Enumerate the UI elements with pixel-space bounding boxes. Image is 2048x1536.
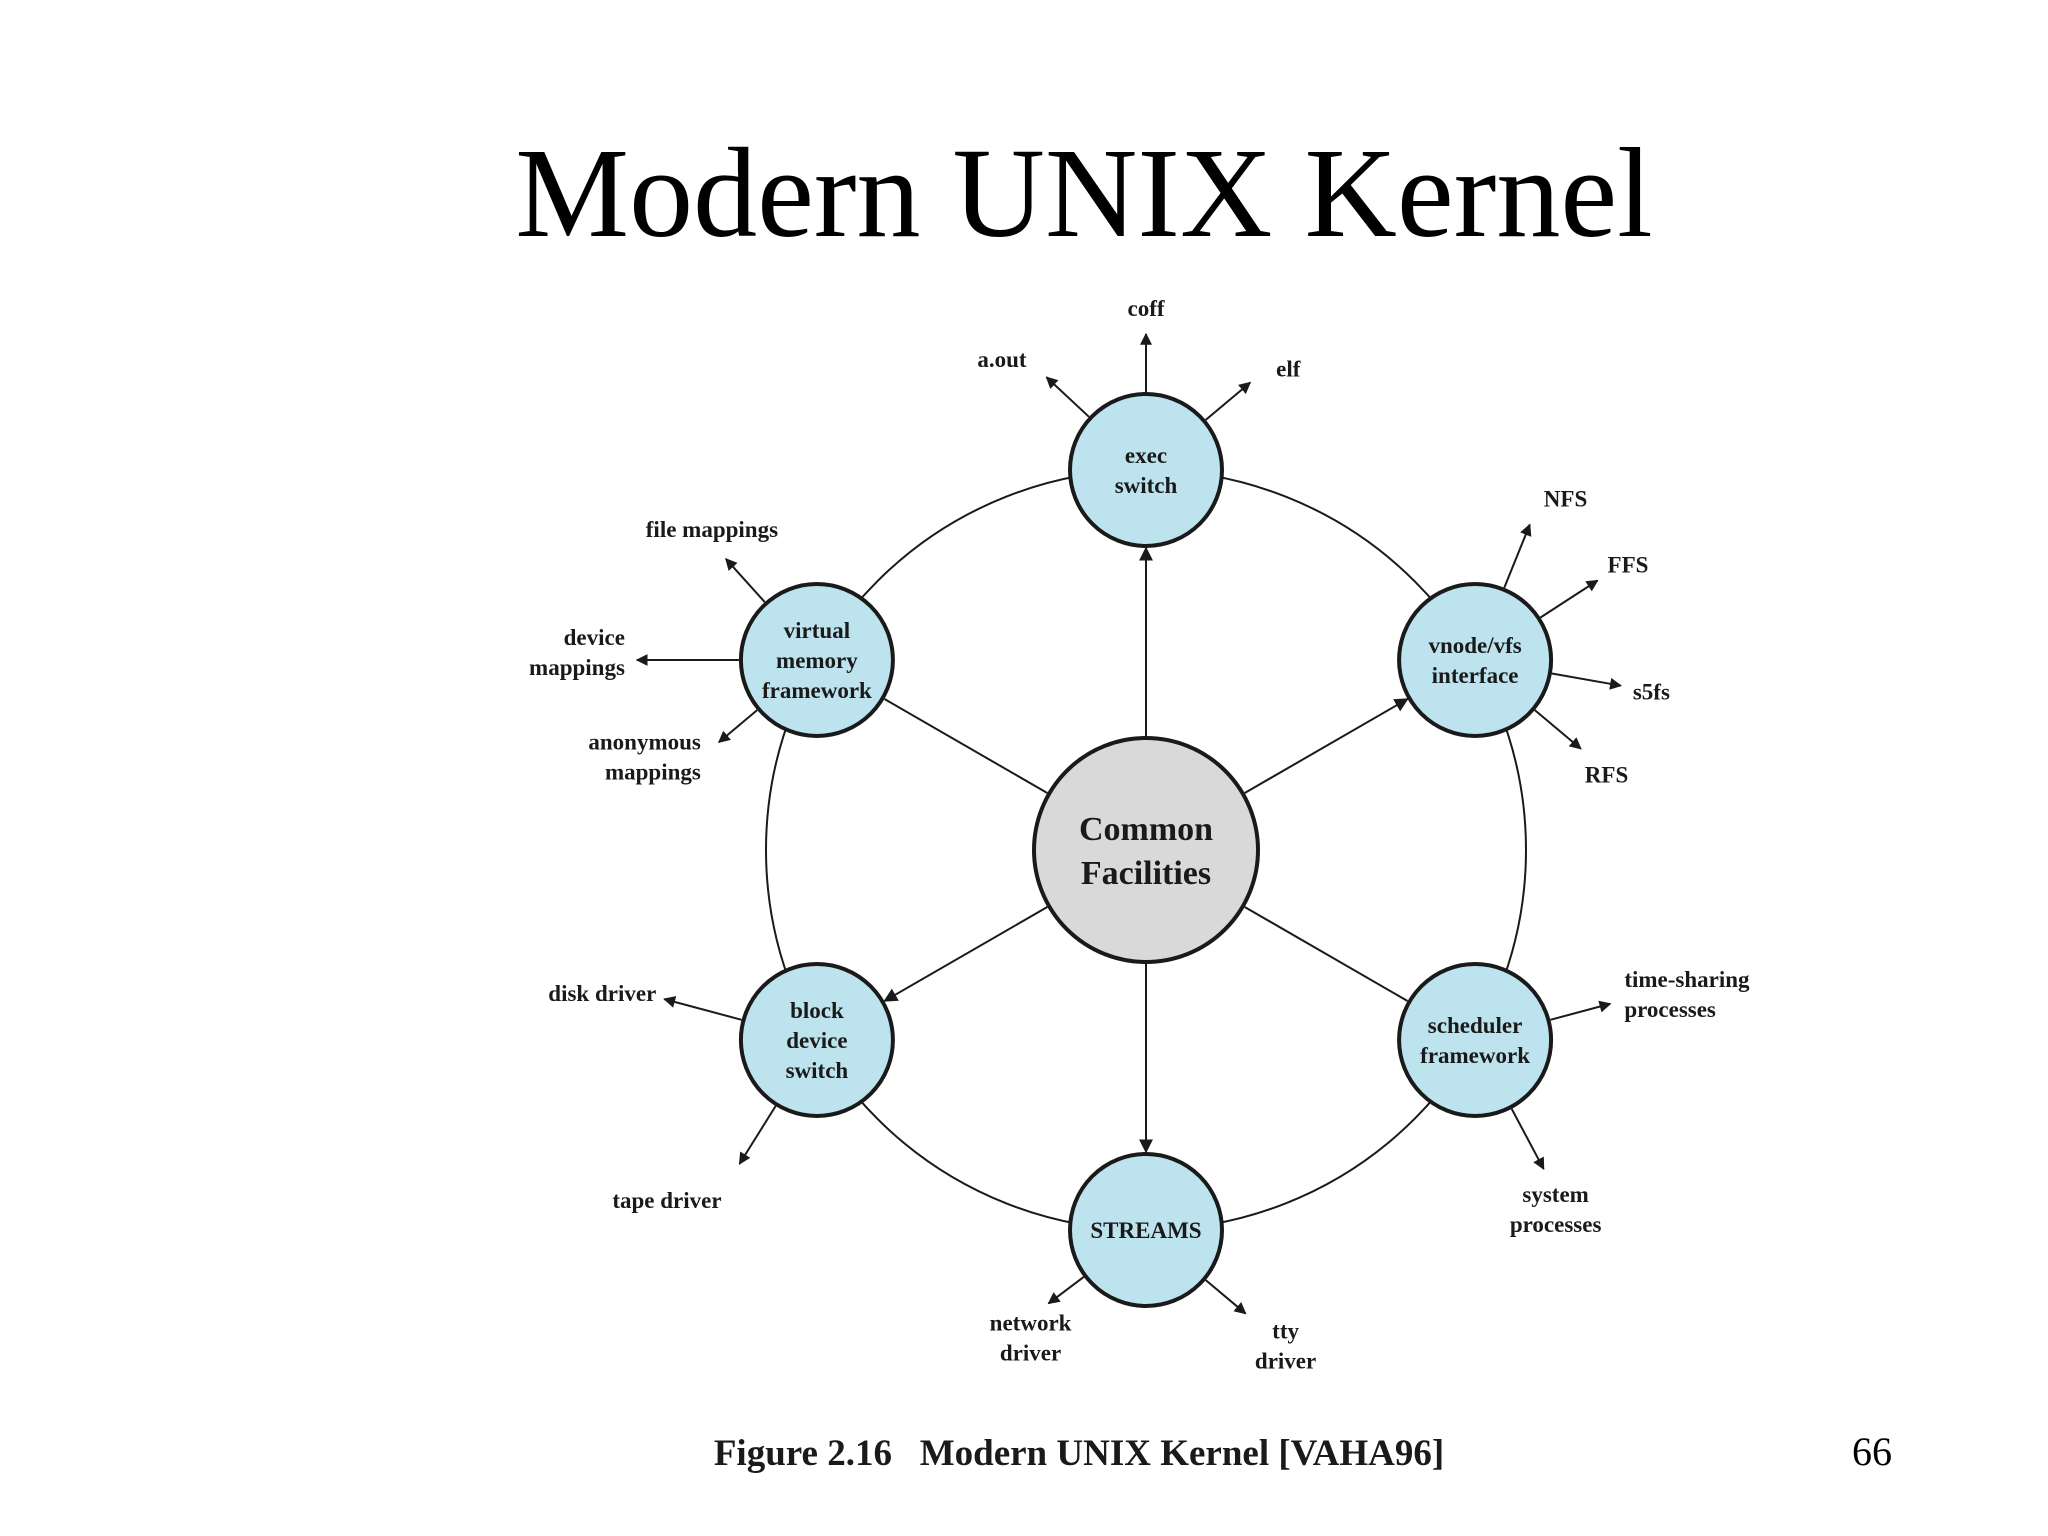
block-device-switch-spoke [883, 906, 1048, 1002]
streams-label: STREAMS [1090, 1218, 1201, 1243]
exec-switch-label: switch [1115, 473, 1178, 498]
scheduler-framework-label: scheduler [1428, 1013, 1523, 1038]
s5fs-label: s5fs [1633, 680, 1670, 705]
time-sharing-processes-arrow [1550, 1000, 1612, 1021]
tape-driver-label: tape driver [612, 1188, 721, 1213]
vnode-vfs-interface-spoke [1244, 698, 1409, 794]
slide-title: Modern UNIX Kernel [515, 122, 1653, 264]
page-number: 66 [1852, 1429, 1892, 1474]
spoke-layer [883, 546, 1409, 1154]
device-mappings-label: device [564, 625, 625, 650]
elf-label: elf [1276, 357, 1301, 382]
rfs-label: RFS [1585, 763, 1628, 788]
file-mappings-label: file mappings [646, 517, 778, 542]
tty-driver-label: tty [1272, 1319, 1299, 1344]
common-facilities-circle [1032, 736, 1260, 964]
nfs-arrow [1503, 523, 1532, 589]
ffs-arrow [1539, 579, 1599, 619]
network-driver-arrow [1047, 1276, 1085, 1305]
virtual-memory-framework-spoke [883, 698, 1048, 794]
vnode-vfs-interface-circle [1397, 582, 1554, 738]
common-facilities-label: Common [1079, 811, 1213, 848]
node-layer [738, 392, 1554, 1308]
system-processes-label: processes [1510, 1212, 1602, 1237]
time-sharing-processes-label: processes [1624, 997, 1716, 1022]
scheduler-framework-spoke [1244, 906, 1409, 1002]
exec-switch-circle [1068, 392, 1224, 548]
device-mappings-label: mappings [529, 655, 625, 680]
virtual-memory-framework-circle [738, 582, 895, 738]
block-device-switch-label: block [790, 998, 844, 1023]
network-driver-label: driver [1000, 1340, 1061, 1365]
vnode-vfs-interface-label: vnode/vfs [1428, 633, 1521, 658]
block-device-switch-label: device [786, 1028, 847, 1053]
coff-label: coff [1127, 296, 1164, 321]
figure-caption: Figure 2.16 Modern UNIX Kernel [VAHA96] [713, 1433, 1445, 1474]
tape-driver-arrow [738, 1105, 777, 1165]
a-out-label: a.out [977, 347, 1027, 372]
s5fs-arrow [1551, 672, 1623, 690]
file-mappings-arrow [725, 558, 766, 603]
leaf-edge-layer [635, 332, 1623, 1315]
virtual-memory-framework-label: memory [776, 648, 858, 673]
tty-driver-arrow [1205, 1279, 1247, 1315]
virtual-memory-framework-label: virtual [784, 618, 850, 643]
network-driver-label: network [990, 1310, 1072, 1335]
tty-driver-label: driver [1255, 1349, 1316, 1374]
scheduler-framework-circle [1397, 962, 1554, 1118]
anonymous-mappings-label: mappings [605, 759, 701, 784]
ffs-label: FFS [1608, 552, 1649, 577]
time-sharing-processes-label: time-sharing [1624, 967, 1750, 992]
rfs-arrow [1534, 709, 1582, 750]
common-facilities-label: Facilities [1081, 855, 1211, 892]
nfs-label: NFS [1544, 487, 1587, 512]
block-device-switch-circle [738, 962, 895, 1118]
disk-driver-label: disk driver [548, 981, 656, 1006]
streams-circle [1068, 1152, 1224, 1308]
block-device-switch-label: switch [786, 1058, 849, 1083]
disk-driver-arrow [663, 996, 742, 1021]
system-processes-arrow [1510, 1108, 1545, 1170]
scheduler-framework-label: framework [1420, 1043, 1530, 1068]
vnode-vfs-interface-label: interface [1432, 663, 1519, 688]
elf-arrow [1205, 381, 1252, 421]
system-processes-label: system [1522, 1182, 1588, 1207]
virtual-memory-framework-label: framework [762, 678, 872, 703]
exec-switch-label: exec [1125, 443, 1167, 468]
anonymous-mappings-label: anonymous [588, 729, 701, 754]
anonymous-mappings-arrow [717, 709, 758, 744]
a-out-arrow [1045, 376, 1090, 418]
